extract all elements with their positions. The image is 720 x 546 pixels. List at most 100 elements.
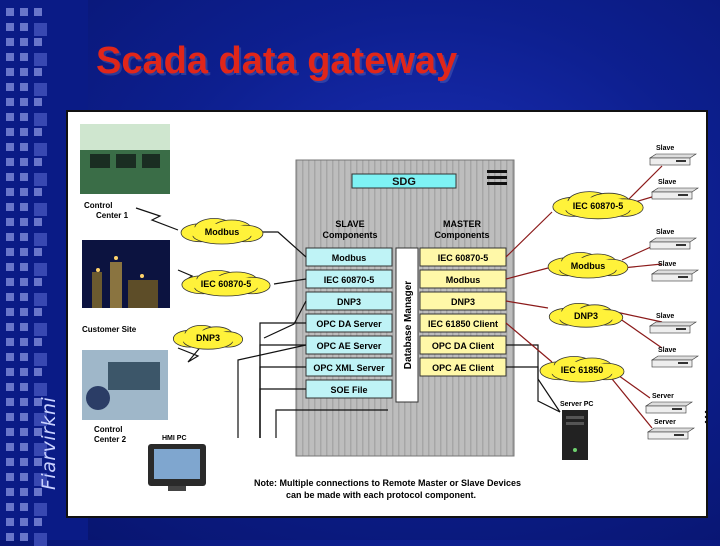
protocol-cloud: Modbus <box>180 218 264 245</box>
device-body <box>651 191 693 200</box>
control-center-1-label-1: Control <box>84 201 112 210</box>
customer-site-photo <box>82 240 170 308</box>
connection-lines <box>135 165 663 438</box>
control-center-2-label-1: Control <box>94 425 122 434</box>
sidebar-square <box>20 338 28 346</box>
protocol-cloud: Modbus <box>547 252 629 279</box>
sidebar-square <box>34 188 42 196</box>
remote-device: Slave <box>651 261 699 282</box>
sidebar-square <box>6 338 14 346</box>
sidebar-square <box>34 68 42 76</box>
database-manager-box <box>395 247 419 403</box>
slave-component-label: OPC XML Server <box>313 363 385 373</box>
sidebar-square <box>6 68 14 76</box>
sidebar-square <box>6 38 14 46</box>
device-body <box>651 359 693 368</box>
sidebar-square <box>6 113 14 121</box>
sidebar-square <box>6 308 14 316</box>
sidebar-square <box>6 158 14 166</box>
sidebar-square <box>34 23 47 36</box>
sidebar-square <box>6 188 14 196</box>
sidebar-square <box>20 503 28 511</box>
customer-site-label: Customer Site <box>82 325 137 334</box>
sidebar-square <box>20 383 28 391</box>
sidebar-square <box>6 323 14 331</box>
remote-device: Slave <box>651 179 699 200</box>
master-component-label: Modbus <box>446 275 481 285</box>
sidebar-square <box>6 218 14 226</box>
connection-line <box>135 207 179 231</box>
master-header-1: MASTER <box>443 219 482 229</box>
sidebar-square <box>34 173 47 186</box>
sidebar-square <box>20 68 28 76</box>
sidebar-square <box>20 38 28 46</box>
sidebar-square <box>20 233 28 241</box>
sidebar-square <box>20 278 28 286</box>
remote-device: Slave <box>651 347 699 368</box>
hmi-pc-monitor-icon <box>148 444 206 491</box>
tower-vent-icon <box>487 170 507 185</box>
device-label: Slave <box>658 179 676 186</box>
device-body <box>651 273 693 282</box>
master-component-label: IEC 61850 Client <box>428 319 498 329</box>
sidebar-square <box>34 113 47 126</box>
sidebar-square <box>20 143 28 151</box>
master-component-label: OPC AE Client <box>432 363 494 373</box>
connection-line <box>505 211 553 258</box>
sidebar-square <box>6 473 14 481</box>
sidebar-square <box>6 353 14 361</box>
sidebar-square <box>20 488 28 496</box>
sidebar-square <box>20 113 28 121</box>
device-top <box>651 355 699 361</box>
sidebar-square <box>34 38 42 46</box>
sdg-label: SDG <box>392 176 416 188</box>
connection-line <box>615 311 663 323</box>
connection-line <box>177 337 209 363</box>
slave-header-1: SLAVE <box>335 219 364 229</box>
sidebar-square <box>34 338 42 346</box>
sidebar-square <box>20 398 28 406</box>
sidebar-square <box>34 428 42 436</box>
sidebar-square <box>34 488 42 496</box>
sidebar-square <box>34 248 42 256</box>
cloud-label: DNP3 <box>196 333 220 343</box>
device-body <box>649 325 691 334</box>
remote-device: Slave <box>649 229 697 250</box>
slave-header-2: Components <box>323 230 378 240</box>
sidebar-square <box>34 143 47 156</box>
cloud-label: DNP3 <box>574 311 598 321</box>
master-header-2: Components <box>435 230 490 240</box>
connection-line <box>506 366 561 413</box>
device-slot <box>676 160 686 162</box>
device-label: Slave <box>656 313 674 320</box>
connection-line <box>263 300 307 339</box>
slave-component-label: IEC 60870-5 <box>324 275 375 285</box>
database-manager-label: Database Manager <box>403 281 414 369</box>
protocol-cloud: DNP3 <box>172 324 244 350</box>
master-component-label: OPC DA Client <box>432 341 494 351</box>
sidebar-square <box>20 293 28 301</box>
sidebar-square <box>20 188 28 196</box>
server-pc-label: Server PC <box>560 401 593 408</box>
more-dot <box>704 410 706 414</box>
sidebar-square <box>20 353 28 361</box>
sidebar-square <box>34 83 47 96</box>
device-slot <box>678 194 688 196</box>
sidebar-square <box>34 398 42 406</box>
connection-line <box>505 267 549 280</box>
device-top <box>645 401 693 407</box>
hmi-pc-label: HMI PC <box>162 435 187 442</box>
sidebar-square <box>6 173 14 181</box>
sidebar-square <box>6 458 14 466</box>
sidebar-square <box>20 458 28 466</box>
device-body <box>649 157 691 166</box>
device-top <box>651 187 699 193</box>
sidebar-square <box>34 263 47 276</box>
slave-component-label: OPC DA Server <box>316 319 382 329</box>
sidebar-square <box>20 473 28 481</box>
slide-title: Scada data gateway <box>96 40 458 82</box>
sidebar-square <box>34 53 47 66</box>
sidebar-square <box>20 173 28 181</box>
sidebar-square <box>6 518 14 526</box>
device-label: Slave <box>656 229 674 236</box>
